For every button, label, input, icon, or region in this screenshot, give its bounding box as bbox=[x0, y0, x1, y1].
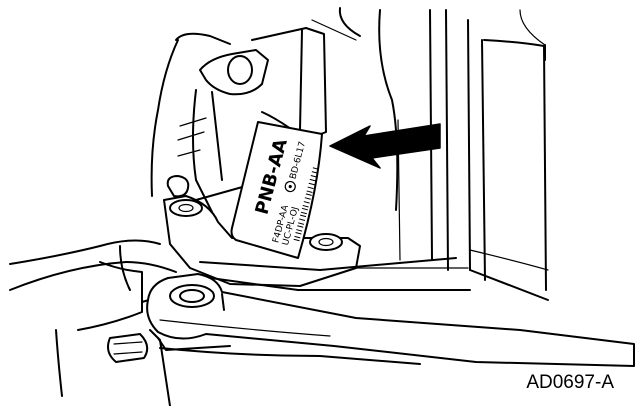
figure-id-label: AD0697-A bbox=[526, 372, 614, 393]
circle-stamp-icon bbox=[284, 180, 296, 193]
transmission-housing bbox=[311, 7, 549, 301]
mounting-base bbox=[163, 195, 471, 291]
shift-lever-arm bbox=[146, 273, 635, 367]
barcode-icon bbox=[293, 167, 319, 242]
identification-tag: PNB-AA F4DP-AA UC-PL-OJ BD-6L17 bbox=[230, 121, 323, 259]
arrow-pointer-icon bbox=[329, 123, 441, 169]
